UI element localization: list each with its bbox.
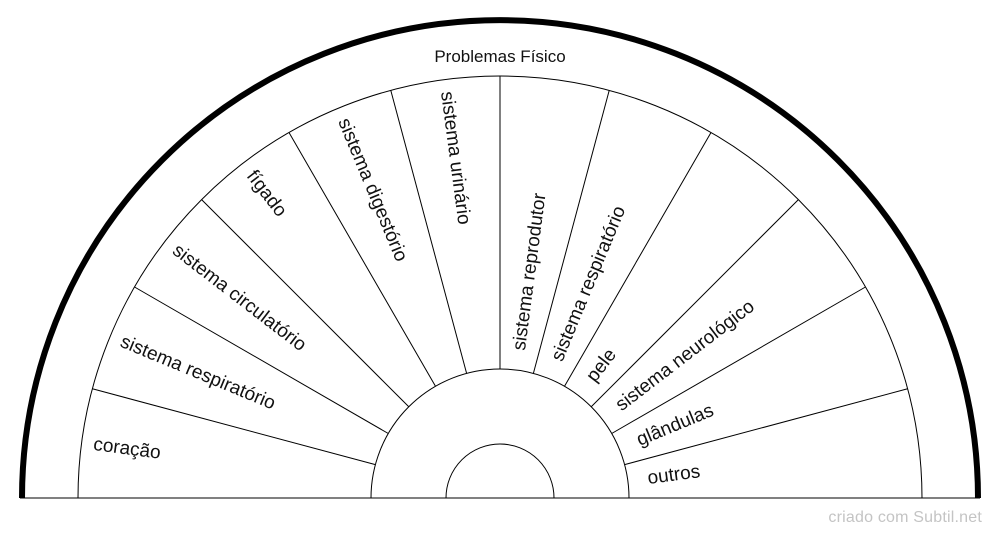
segment-labels: coração sistema respiratório sistema circu… (92, 90, 759, 489)
outer-bold-arc (19, 17, 981, 499)
segment-divider (611, 286, 866, 434)
segment-label-10: sistema neurológico (612, 296, 759, 416)
segment-label-4: fígado (242, 166, 291, 221)
segment-divider (92, 388, 376, 466)
segment-label-7: sistema reprodutor (509, 191, 551, 351)
segment-label-6: sistema urinário (436, 90, 474, 226)
segment-divider (288, 132, 436, 387)
credit-text: criado com Subtil.net (828, 509, 982, 526)
segment-divider (201, 199, 410, 408)
segment-label-9: pele (582, 345, 621, 386)
segment-divider (134, 286, 389, 434)
segment-label-5: sistema digestório (333, 115, 411, 265)
segment-divider (390, 90, 468, 374)
segment-label-8: sistema respiratório (547, 203, 630, 364)
segment-dividers (78, 76, 922, 499)
center-arc (445, 443, 555, 499)
chart-title: Problemas Físico (434, 47, 565, 66)
segment-label-12: outros (646, 461, 701, 489)
segment-label-1: coração (92, 434, 162, 464)
segment-divider (590, 199, 799, 408)
segment-label-3: sistema circulatório (168, 240, 310, 356)
inner-ring-arc (370, 368, 630, 499)
segment-divider (532, 90, 610, 374)
segment-divider (564, 132, 712, 387)
segment-divider (624, 388, 908, 466)
